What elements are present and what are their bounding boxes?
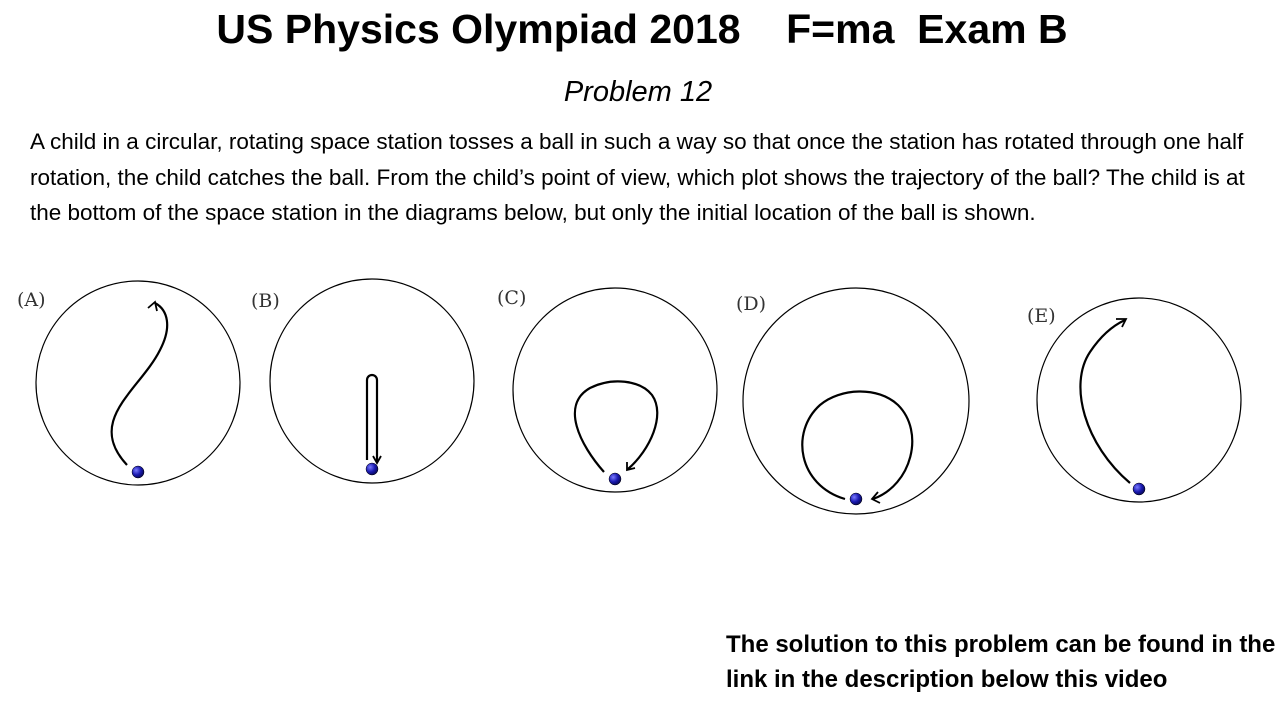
station-circle bbox=[269, 278, 475, 484]
ball bbox=[365, 462, 379, 476]
option-d-label: (D) bbox=[736, 293, 766, 315]
arrow-head bbox=[372, 455, 382, 465]
problem-statement: A child in a circular, rotating space st… bbox=[30, 129, 1245, 225]
station-circle bbox=[35, 280, 241, 486]
station-circle bbox=[742, 287, 970, 515]
arrow-head bbox=[626, 462, 636, 472]
arrow-head bbox=[870, 491, 881, 504]
ball bbox=[131, 465, 145, 479]
option-b-diagram: (B) bbox=[251, 278, 475, 484]
page-title: US Physics Olympiad 2018 F=ma Exam B bbox=[216, 6, 1068, 52]
problem-number: Problem 12 bbox=[563, 76, 713, 108]
ball bbox=[608, 472, 622, 486]
trajectory-path bbox=[1079, 319, 1131, 484]
ball bbox=[849, 492, 863, 506]
option-e-diagram: (E) bbox=[1027, 297, 1242, 503]
trajectory-path bbox=[110, 302, 169, 466]
option-e-label: (E) bbox=[1027, 305, 1056, 327]
station-circle bbox=[512, 287, 718, 493]
option-c-diagram: (C) bbox=[497, 287, 718, 493]
option-b-label: (B) bbox=[251, 290, 280, 312]
option-a-diagram: (A) bbox=[17, 280, 241, 486]
ball bbox=[1132, 482, 1146, 496]
option-a-label: (A) bbox=[17, 289, 46, 311]
station-circle bbox=[1036, 297, 1242, 503]
solution-note: The solution to this problem can be foun… bbox=[726, 631, 1276, 693]
arrow-head bbox=[1116, 318, 1128, 328]
arrow-head bbox=[147, 300, 158, 312]
option-c-label: (C) bbox=[497, 287, 526, 309]
trajectory-path bbox=[365, 373, 379, 462]
option-d-diagram: (D) bbox=[736, 287, 970, 515]
trajectory-path bbox=[801, 390, 914, 501]
trajectory-path bbox=[573, 380, 659, 473]
